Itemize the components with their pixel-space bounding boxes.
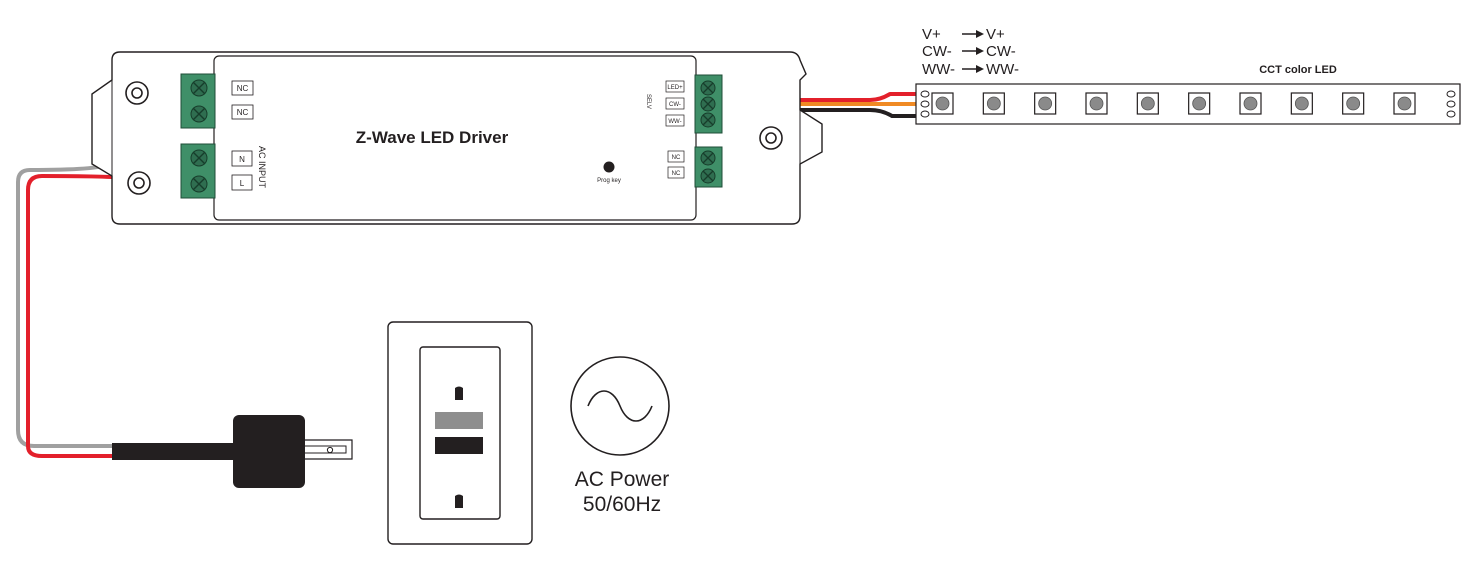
terminal-block-top-left <box>180 73 216 129</box>
ground-hole-icon <box>455 494 463 508</box>
ac-power-label: AC Power <box>575 468 670 491</box>
screw-icon <box>190 79 208 97</box>
plug-cord <box>112 443 236 460</box>
led-chip <box>982 92 1005 115</box>
arrow-right-icon <box>962 47 984 55</box>
led-chip <box>931 92 954 115</box>
led-chip <box>1085 92 1108 115</box>
screw-icon <box>700 80 716 96</box>
wall-outlet <box>387 321 533 545</box>
led-chip <box>1290 92 1313 115</box>
screw-icon <box>190 105 208 123</box>
wiring-map-to: CW- <box>986 43 1016 60</box>
terminal-label-cw: CW- <box>669 102 681 108</box>
terminal-block-output <box>694 74 723 134</box>
ac-frequency-label: 50/60Hz <box>583 493 661 516</box>
terminal-labels-ac: N L AC INPUT <box>231 146 267 191</box>
terminal-labels-bottom-right: NC NC <box>667 150 685 179</box>
led-chip <box>1239 92 1262 115</box>
arrow-right-icon <box>962 30 984 38</box>
led-chip <box>1188 92 1211 115</box>
terminal-labels-top-left: NC NC <box>231 80 254 120</box>
led-chips <box>931 92 1416 115</box>
terminal-block-ac-input <box>180 143 216 199</box>
driver-label-panel <box>213 55 697 221</box>
driver-title: Z-Wave LED Driver <box>356 128 509 147</box>
terminal-label-n: N <box>239 155 245 164</box>
led-strip-label: CCT color LED <box>1259 64 1337 76</box>
plug-body <box>233 415 305 488</box>
plug-prong-inner <box>305 445 347 454</box>
wiring-map-from: CW- <box>922 43 952 60</box>
screw-icon <box>700 150 716 166</box>
ground-hole-icon <box>455 386 463 400</box>
led-chip <box>1393 92 1416 115</box>
outlet-test-button <box>435 412 483 429</box>
ac-power-symbol: AC Power 50/60Hz <box>570 356 670 516</box>
prog-key-button[interactable] <box>603 161 615 173</box>
screw-icon <box>700 168 716 184</box>
outlet-receptacle <box>419 346 501 520</box>
led-strip: CCT color LED <box>915 64 1461 125</box>
terminal-label-nc: NC <box>237 108 249 117</box>
wiring-map-from: WW- <box>922 61 955 78</box>
terminal-label-l: L <box>240 179 245 188</box>
mount-hole-bottom-left <box>127 171 151 195</box>
power-plug <box>112 415 353 488</box>
terminal-label-ww: WW- <box>668 119 681 125</box>
arrow-right-icon <box>962 65 984 73</box>
plug-prong-hole <box>326 446 334 454</box>
terminal-block-bottom-right <box>694 146 723 188</box>
wiring-map-to: V+ <box>986 26 1005 43</box>
wiring-map: V+ V+ CW- CW- WW- WW- <box>922 26 1019 78</box>
led-chip <box>1034 92 1057 115</box>
sine-wave-icon <box>587 390 653 422</box>
solder-pad-left <box>920 90 930 118</box>
screw-icon <box>190 149 208 167</box>
terminal-labels-output: LED+ CW- WW- SELV <box>645 80 685 127</box>
mount-hole-top-left <box>125 81 149 105</box>
wiring-map-to: WW- <box>986 61 1019 78</box>
terminal-label-nc: NC <box>672 155 681 161</box>
prog-key-label: Prog key <box>597 178 621 184</box>
mount-hole-right <box>759 126 783 150</box>
terminal-label-nc: NC <box>237 84 249 93</box>
selv-label: SELV <box>645 94 651 109</box>
terminal-label-led-plus: LED+ <box>667 85 683 91</box>
driver-housing <box>91 51 823 225</box>
terminal-label-nc: NC <box>672 171 681 177</box>
outlet-reset-button <box>435 437 483 454</box>
screw-icon <box>190 175 208 193</box>
ac-input-label: AC INPUT <box>257 146 267 189</box>
led-chip <box>1342 92 1365 115</box>
wiring-map-from: V+ <box>922 26 941 43</box>
screw-icon <box>700 96 716 112</box>
screw-icon <box>700 112 716 128</box>
led-chip <box>1136 92 1159 115</box>
solder-pad-right <box>1446 90 1456 118</box>
